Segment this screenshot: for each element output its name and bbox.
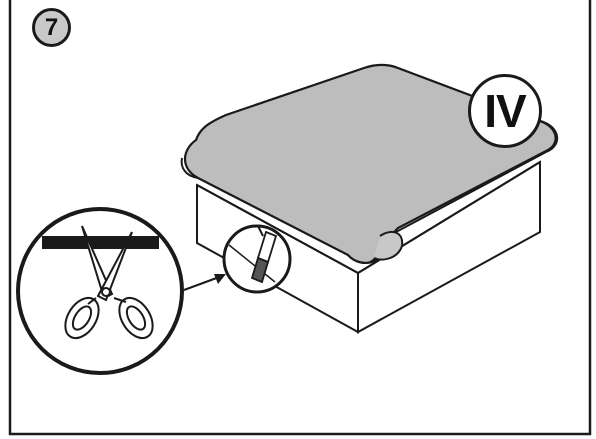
seat-cushion xyxy=(180,63,559,264)
page-border xyxy=(8,0,592,436)
scissors-callout xyxy=(16,207,184,375)
step-number: 7 xyxy=(44,14,59,41)
screwdriver-icon xyxy=(250,225,278,284)
part-label-badge: IV xyxy=(468,74,542,148)
scissors-icon xyxy=(64,225,154,340)
strap xyxy=(42,236,159,249)
arrow-icon xyxy=(183,274,226,291)
step-number-badge: 7 xyxy=(32,8,71,47)
part-label: IV xyxy=(484,85,526,137)
detail-callout xyxy=(222,224,292,294)
